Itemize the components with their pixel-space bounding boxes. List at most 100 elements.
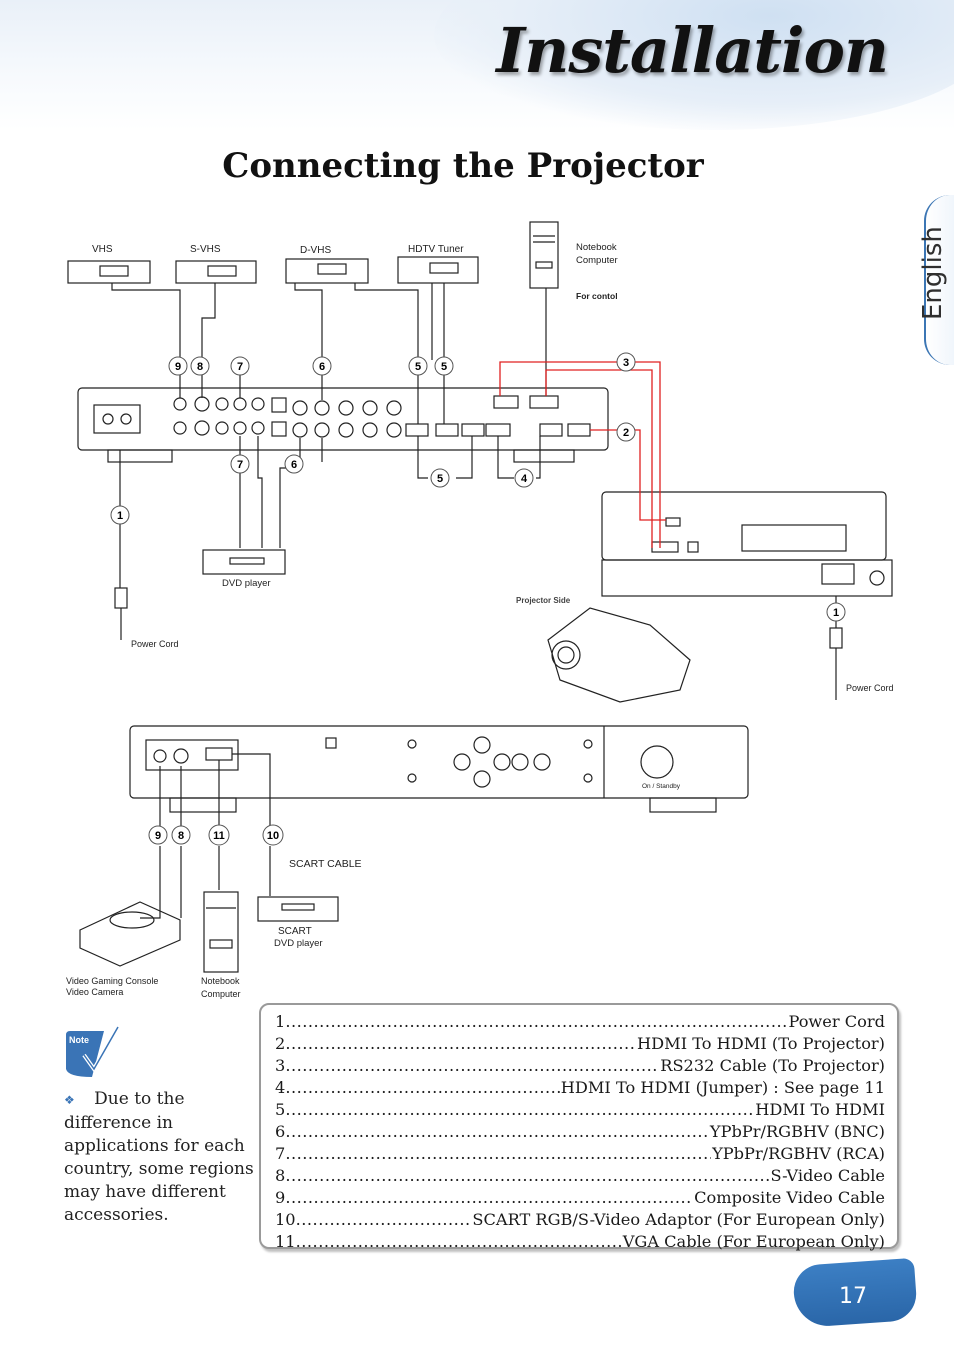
projector-rear-panel (601, 491, 887, 561)
svg-text:4: 4 (521, 473, 528, 485)
callout-8: 8 (171, 825, 191, 845)
svg-text:8: 8 (178, 830, 184, 842)
on-standby-label: On / Standby (642, 783, 681, 790)
power-cord-right-label: Power Cord (846, 683, 894, 693)
callout-9: 9 (148, 825, 168, 845)
console-label-line2: Video Camera (66, 987, 123, 997)
legend-description: Composite Video Cable (694, 1188, 885, 1207)
legend-leader-dots (285, 1165, 769, 1187)
svg-text:8: 8 (197, 361, 203, 373)
svg-text:2: 2 (623, 427, 629, 439)
legend-leader-dots (296, 1209, 472, 1231)
legend-number: 1 (275, 1012, 286, 1031)
legend-description: YPbPr/RGBHV (BNC) (709, 1122, 885, 1141)
svg-text:5: 5 (437, 473, 443, 485)
legend-number: 5 (275, 1100, 286, 1119)
connection-diagram: 9 8 7 6 5 5 3 2 7 6 5 4 1 1 9 8 11 10 VH… (66, 221, 894, 999)
notebook-bottom-line2: Computer (201, 989, 241, 999)
callout-1: 1 (826, 602, 846, 622)
svg-text:11: 11 (213, 830, 225, 842)
legend-description: HDMI To HDMI (755, 1100, 885, 1119)
for-control-label: For contol (576, 291, 618, 301)
legend-leader-dots (285, 1099, 754, 1121)
svg-text:7: 7 (237, 361, 243, 373)
svg-text:6: 6 (291, 459, 297, 471)
language-tab (924, 195, 954, 365)
note-icon-label: Note (69, 1035, 89, 1045)
svg-text:3: 3 (623, 357, 629, 369)
svhs-device (175, 260, 257, 284)
callout-10: 10 (262, 824, 284, 846)
notebook-computer-bottom (203, 891, 239, 973)
legend-row: 9 Composite Video Cable (275, 1187, 885, 1209)
callout-6: 6 (312, 356, 332, 376)
vhs-device (67, 260, 151, 284)
svg-text:9: 9 (155, 830, 161, 842)
processor-rear-panel (77, 387, 609, 451)
dvd-player-device (202, 549, 286, 575)
note-icon: Note (66, 1026, 120, 1077)
legend-number: 10 (275, 1210, 296, 1229)
legend-description: YPbPr/RGBHV (RCA) (712, 1144, 885, 1163)
callout-5: 5 (434, 356, 454, 376)
legend-number: 4 (275, 1078, 286, 1097)
legend-leader-dots (285, 1055, 659, 1077)
console-label-line1: Video Gaming Console (66, 976, 158, 986)
svg-text:5: 5 (415, 361, 421, 373)
legend-leader-dots (285, 1077, 559, 1099)
svg-text:1: 1 (117, 510, 123, 522)
callout-3: 3 (616, 352, 636, 372)
legend-description: RS232 Cable (To Projector) (660, 1056, 885, 1075)
legend-number: 2 (275, 1034, 286, 1053)
notebook-computer-top (529, 221, 559, 289)
hdmi-to-projector-cable (590, 429, 666, 521)
callout-9: 9 (168, 356, 188, 376)
svg-text:7: 7 (237, 459, 243, 471)
gaming-console-device (79, 901, 181, 967)
note-text: ❖ Due to the difference in applications … (64, 1089, 254, 1225)
legend-number: 9 (275, 1188, 286, 1207)
scart-cable-label: SCART CABLE (289, 858, 362, 870)
legend-description: S-Video Cable (770, 1166, 885, 1185)
legend-description: HDMI To HDMI (To Projector) (637, 1034, 885, 1053)
svg-text:5: 5 (441, 361, 447, 373)
legend-number: 8 (275, 1166, 286, 1185)
page-number: 17 (839, 1284, 867, 1309)
callout-2: 2 (616, 422, 636, 442)
legend-number: 11 (275, 1232, 296, 1251)
dvd-player-label: DVD player (222, 578, 271, 589)
legend-description: VGA Cable (For European Only) (622, 1232, 885, 1251)
callout-4: 4 (514, 468, 534, 488)
legend-row: 7YPbPr/RGBHV (RCA) (275, 1143, 885, 1165)
legend-row: 1Power Cord (275, 1011, 885, 1033)
legend-row: 11 VGA Cable (For European Only) (275, 1231, 885, 1253)
scart-dvd-label: DVD player (274, 938, 323, 949)
projector-body (547, 607, 691, 703)
legend-row: 8 S-Video Cable (275, 1165, 885, 1187)
legend-number: 6 (275, 1122, 286, 1141)
callout-7: 7 (230, 454, 250, 474)
notebook-label-line1: Notebook (576, 242, 617, 253)
page-title: Connecting the Projector (222, 146, 704, 186)
legend-row: 3RS232 Cable (To Projector) (275, 1055, 885, 1077)
callout-5: 5 (408, 356, 428, 376)
callout-11: 11 (208, 824, 230, 846)
callout-7: 7 (230, 356, 250, 376)
hdtv-tuner-device (397, 256, 479, 284)
callout-8: 8 (190, 356, 210, 376)
notebook-label-line2: Computer (576, 255, 618, 266)
svg-text:6: 6 (319, 361, 325, 373)
legend-row: 4 HDMI To HDMI (Jumper) : See page 11 (275, 1077, 885, 1099)
projector-side-label: Projector Side (516, 596, 571, 605)
callout-5: 5 (430, 468, 450, 488)
dvhs-label: D-VHS (300, 245, 331, 256)
dvhs-device (285, 258, 369, 284)
vhs-label: VHS (92, 244, 113, 255)
legend-description: HDMI To HDMI (Jumper) : See page 11 (560, 1078, 885, 1097)
legend-row: 6 YPbPr/RGBHV (BNC) (275, 1121, 885, 1143)
legend-leader-dots (285, 1121, 709, 1143)
power-cord-left-label: Power Cord (131, 639, 179, 649)
legend-leader-dots (285, 1143, 711, 1165)
notebook-bottom-line1: Notebook (201, 976, 240, 986)
